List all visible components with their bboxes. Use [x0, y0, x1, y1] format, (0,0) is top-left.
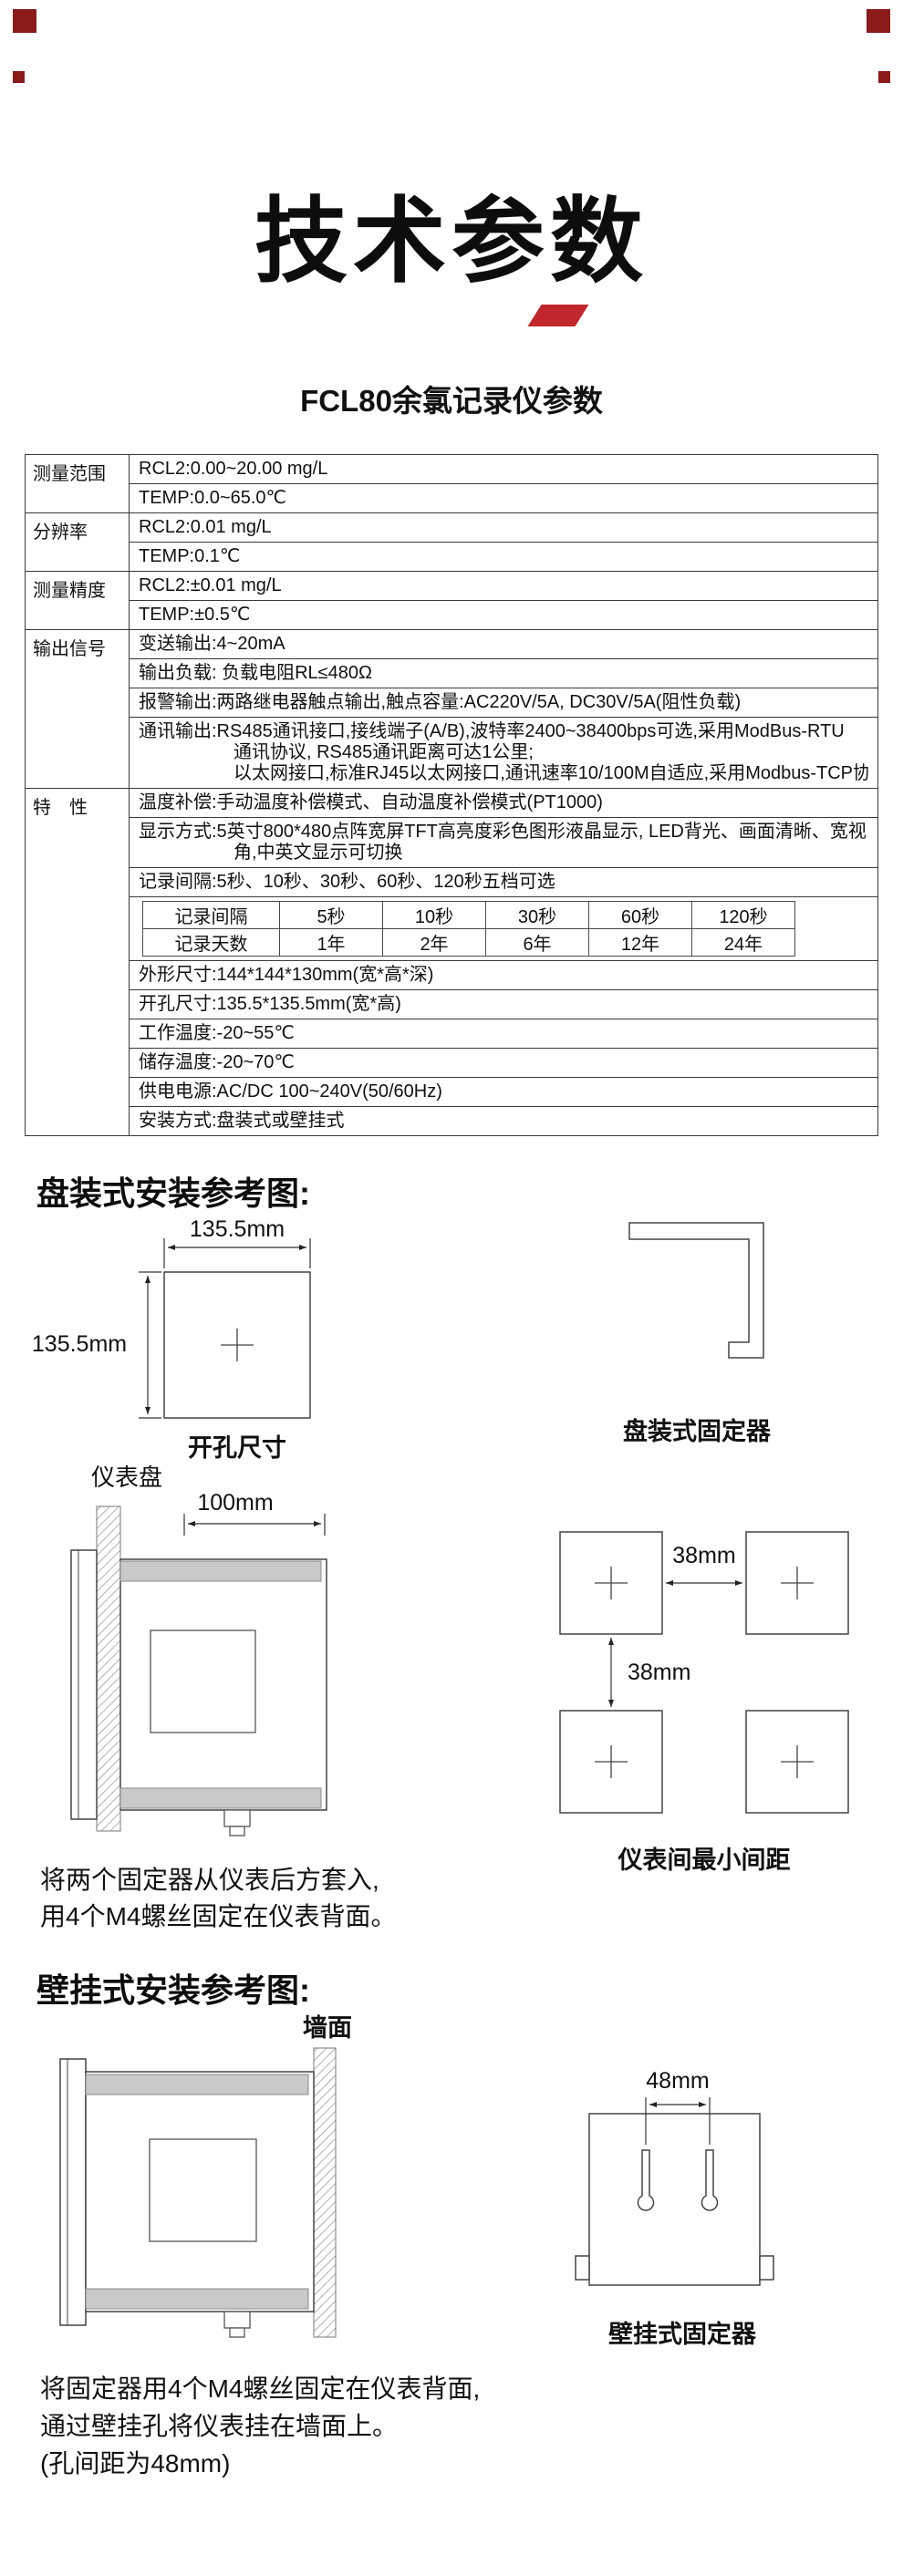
spec-row: 温度补偿:手动温度补偿模式、自动温度补偿模式(PT1000): [130, 789, 877, 818]
corner-square-top-left-large: [13, 9, 36, 33]
record-cell: 24年: [691, 928, 795, 957]
panel-note-line2: 用4个M4螺丝固定在仪表背面。: [40, 1902, 397, 1930]
spec-text: 供电电源:AC/DC 100~240V(50/60Hz): [139, 1081, 442, 1102]
hole-height-dimension: 135.5mm: [31, 1331, 128, 1357]
record-cell: 1年: [279, 928, 383, 957]
wall-note-line1: 将固定器用4个M4螺丝固定在仪表背面,: [40, 2374, 481, 2403]
spec-table: 测量范围 RCL2:0.00~20.00 mg/L TEMP:0.0~65.0℃…: [25, 454, 878, 1136]
depth-dimension: 100mm: [197, 1490, 274, 1516]
spec-row: 记录间隔:5秒、10秒、30秒、60秒、120秒五档可选: [130, 868, 877, 897]
record-cell: 5秒: [279, 901, 383, 929]
wall-label: 墙面: [303, 2014, 352, 2042]
page-title: 技术参数: [254, 190, 649, 294]
hole-width-dimension: 135.5mm: [189, 1216, 285, 1242]
wall-mount-side-view: [59, 2047, 337, 2338]
wall-note-line2: 通过壁挂孔将仪表挂在墙面上。: [40, 2412, 399, 2440]
panel-label: 仪表盘: [91, 1464, 163, 1491]
corner-square-top-left-small: [13, 71, 25, 83]
wall-fixer-diagram: [575, 2097, 774, 2286]
spec-text: 角,中英文显示可切换: [234, 843, 403, 863]
corner-square-top-right-large: [867, 9, 890, 33]
hole-distance-dimension: 48mm: [646, 2068, 710, 2094]
spec-row: 外形尺寸:144*144*130mm(宽*高*深): [130, 961, 877, 990]
spec-text: 温度补偿:手动温度补偿模式、自动温度补偿模式(PT1000): [139, 792, 603, 812]
record-cell: 记录间隔: [142, 901, 280, 929]
panel-cutout-diagram: [139, 1238, 311, 1419]
record-cell: 30秒: [485, 901, 589, 929]
spec-row: 显示方式:5英寸800*480点阵宽屏TFT高亮度彩色图形液晶显示, LED背光…: [130, 818, 877, 868]
wall-mount-heading: 壁挂式安装参考图:: [36, 1971, 310, 2009]
spec-row: 储存温度:-20~70℃: [130, 1049, 877, 1078]
spec-group-accuracy: 测量精度 RCL2:±0.01 mg/L TEMP:±0.5℃: [26, 572, 877, 630]
spec-row: RCL2:0.00~20.00 mg/L: [130, 455, 877, 484]
spec-group-label: 测量精度: [26, 572, 130, 629]
spec-group-output-signal: 输出信号 变送输出:4~20mA 输出负载: 负载电阻RL≤480Ω 报警输出:…: [26, 630, 877, 789]
spec-row: 变送输出:4~20mA: [130, 630, 877, 659]
spec-text: 输出负载: 负载电阻RL≤480Ω: [139, 663, 372, 683]
spec-text: 以太网接口,标准RJ45以太网接口,通讯速率10/100M自适应,采用Modbu…: [234, 763, 868, 783]
spec-text: 安装方式:盘装式或壁挂式: [139, 1111, 345, 1131]
spec-text: 通讯协议, RS485通讯距离可达1公里;: [234, 742, 534, 762]
spec-row: 工作温度:-20~55℃: [130, 1019, 877, 1049]
red-brush-accent: [527, 305, 589, 326]
record-cell: 记录天数: [142, 928, 280, 957]
spec-text: 记录间隔:5秒、10秒、30秒、60秒、120秒五档可选: [139, 872, 555, 892]
spec-group-features: 特 性 温度补偿:手动温度补偿模式、自动温度补偿模式(PT1000) 显示方式:…: [26, 789, 877, 1135]
spec-group-label: 特 性: [26, 789, 130, 1135]
spec-text: 通讯输出:RS485通讯接口,接线端子(A/B),波特率2400~38400bp…: [139, 721, 845, 741]
spec-row: RCL2:0.01 mg/L: [130, 513, 877, 543]
spec-row: TEMP:0.0~65.0℃: [130, 484, 877, 512]
spec-row: TEMP:±0.5℃: [130, 601, 877, 629]
spec-text: TEMP:0.0~65.0℃: [139, 488, 286, 508]
record-interval-table-row: 记录间隔 5秒 10秒 30秒 60秒 120秒 记录天数 1年 2年 6年: [130, 897, 877, 961]
spec-text: RCL2:±0.01 mg/L: [139, 575, 282, 595]
spacing-diagram: [559, 1531, 849, 1814]
spec-row: TEMP:0.1℃: [130, 543, 877, 571]
record-cell: 6年: [485, 928, 589, 957]
spec-row: 通讯输出:RS485通讯接口,接线端子(A/B),波特率2400~38400bp…: [130, 718, 877, 788]
record-cell: 120秒: [691, 901, 795, 929]
spec-text: 变送输出:4~20mA: [139, 634, 285, 654]
spec-text: 外形尺寸:144*144*130mm(宽*高*深): [139, 965, 434, 985]
gap-horizontal-dimension: 38mm: [672, 1543, 736, 1568]
panel-fixer-caption: 盘装式固定器: [623, 1418, 771, 1445]
spec-row: RCL2:±0.01 mg/L: [130, 572, 877, 601]
spec-text: TEMP:±0.5℃: [139, 605, 251, 625]
gap-vertical-dimension: 38mm: [628, 1660, 691, 1685]
spec-text: 工作温度:-20~55℃: [139, 1023, 295, 1043]
spec-group-label: 测量范围: [26, 455, 130, 512]
spec-row: 安装方式:盘装式或壁挂式: [130, 1107, 877, 1135]
spec-text: 开孔尺寸:135.5*135.5mm(宽*高): [139, 994, 401, 1014]
spec-row: 供电电源:AC/DC 100~240V(50/60Hz): [130, 1078, 877, 1107]
record-cell: 2年: [382, 928, 486, 957]
spec-group-measure-range: 测量范围 RCL2:0.00~20.00 mg/L TEMP:0.0~65.0℃: [26, 455, 877, 513]
panel-mount-heading: 盘装式安装参考图:: [36, 1174, 310, 1212]
spec-text: 显示方式:5英寸800*480点阵宽屏TFT高亮度彩色图形液晶显示, LED背光…: [139, 822, 867, 842]
wall-note-line3: (孔间距为48mm): [40, 2449, 231, 2478]
panel-fixer-shape: [628, 1222, 764, 1359]
record-cell: 60秒: [588, 901, 692, 929]
page-subtitle: FCL80余氯记录仪参数: [300, 384, 603, 418]
record-cell: 12年: [588, 928, 692, 957]
corner-square-top-right-small: [878, 71, 890, 83]
record-interval-table: 记录间隔 5秒 10秒 30秒 60秒 120秒 记录天数 1年 2年 6年: [142, 901, 795, 957]
spec-text: RCL2:0.01 mg/L: [139, 517, 272, 537]
spec-row: 报警输出:两路继电器触点输出,触点容量:AC220V/5A, DC30V/5A(…: [130, 688, 877, 718]
spec-text: RCL2:0.00~20.00 mg/L: [139, 459, 328, 479]
spacing-caption: 仪表间最小间距: [618, 1847, 791, 1874]
spec-group-label: 输出信号: [26, 630, 130, 788]
spec-text: 储存温度:-20~70℃: [139, 1052, 295, 1072]
hole-caption: 开孔尺寸: [188, 1434, 286, 1462]
record-cell: 10秒: [382, 901, 486, 929]
spec-group-resolution: 分辨率 RCL2:0.01 mg/L TEMP:0.1℃: [26, 513, 877, 572]
spec-text: 报警输出:两路继电器触点输出,触点容量:AC220V/5A, DC30V/5A(…: [139, 692, 742, 712]
panel-note-line1: 将两个固定器从仪表后方套入,: [40, 1866, 379, 1894]
spec-text: TEMP:0.1℃: [139, 546, 241, 566]
wall-fixer-caption: 壁挂式固定器: [608, 2321, 756, 2348]
spec-row: 开孔尺寸:135.5*135.5mm(宽*高): [130, 990, 877, 1019]
spec-row: 输出负载: 负载电阻RL≤480Ω: [130, 659, 877, 688]
panel-mount-side-view: [70, 1505, 327, 1836]
spec-group-label: 分辨率: [26, 513, 130, 571]
